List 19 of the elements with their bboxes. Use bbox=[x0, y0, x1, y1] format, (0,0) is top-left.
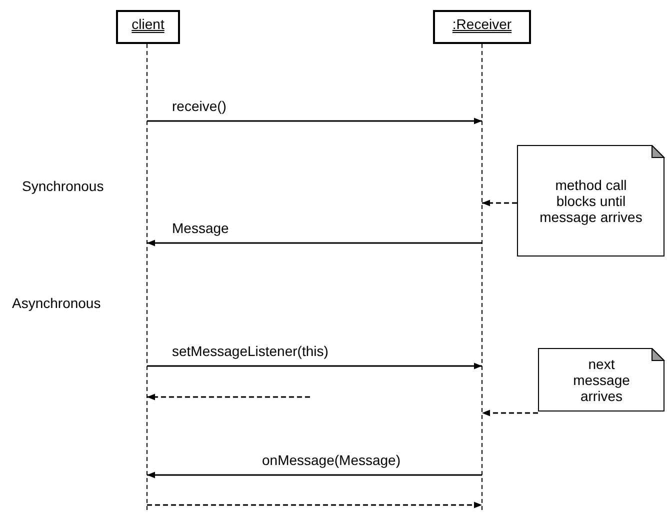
lifeline bbox=[146, 44, 148, 513]
object-box: client bbox=[116, 10, 180, 44]
message-arrow bbox=[147, 118, 482, 124]
object-box: :Receiver bbox=[433, 10, 531, 44]
message-label: setMessageListener(this) bbox=[172, 343, 328, 359]
section-label: Asynchronous bbox=[12, 295, 101, 311]
message-arrow bbox=[147, 240, 482, 246]
dashed-arrow bbox=[147, 502, 482, 508]
dashed-arrow bbox=[147, 394, 310, 400]
message-arrow bbox=[147, 362, 482, 370]
note: method call blocks until message arrives bbox=[517, 145, 665, 257]
message-label: Message bbox=[172, 220, 229, 236]
note: next message arrives bbox=[538, 348, 665, 412]
section-label: Synchronous bbox=[22, 178, 104, 194]
message-arrow bbox=[147, 472, 482, 478]
dashed-arrow bbox=[482, 200, 517, 206]
message-label: onMessage(Message) bbox=[262, 452, 401, 468]
message-label: receive() bbox=[172, 98, 226, 114]
dashed-arrow bbox=[482, 410, 538, 416]
